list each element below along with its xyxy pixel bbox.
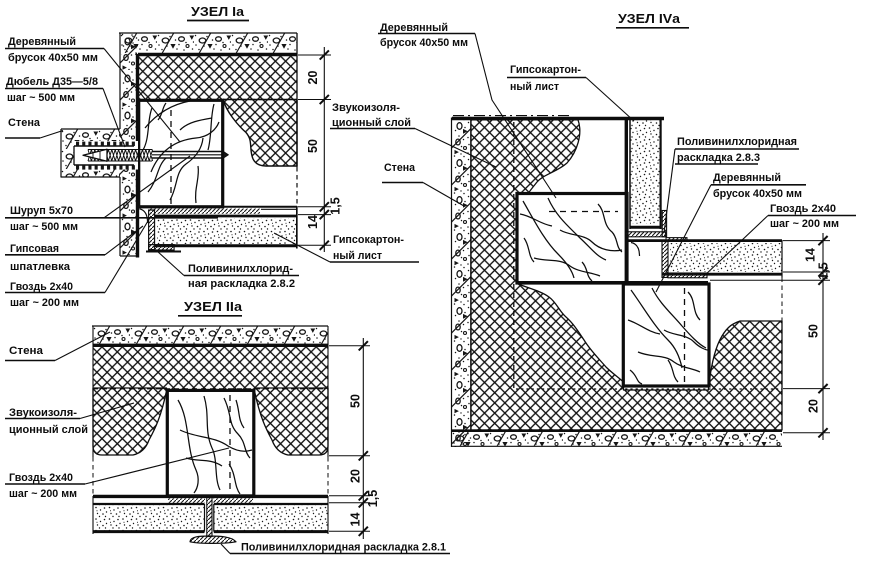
svg-text:УЗЕЛ IIа: УЗЕЛ IIа bbox=[184, 299, 243, 314]
svg-text:Деревянный: Деревянный bbox=[713, 172, 781, 184]
svg-text:50: 50 bbox=[349, 394, 363, 408]
svg-text:ный лист: ный лист bbox=[333, 250, 383, 262]
svg-text:брусок 40х50 мм: брусок 40х50 мм bbox=[713, 188, 802, 200]
svg-text:1,5: 1,5 bbox=[329, 197, 343, 214]
svg-text:50: 50 bbox=[306, 139, 320, 153]
svg-text:14: 14 bbox=[306, 215, 320, 229]
svg-text:брусок 40х50 мм: брусок 40х50 мм bbox=[380, 37, 468, 49]
svg-text:20: 20 bbox=[306, 71, 320, 85]
svg-text:Дюбель Д35—5/8: Дюбель Д35—5/8 bbox=[6, 76, 98, 88]
svg-text:20: 20 bbox=[807, 399, 821, 413]
svg-text:Стена: Стена bbox=[384, 162, 416, 174]
svg-text:14: 14 bbox=[349, 513, 363, 527]
svg-text:Поливинилхлоридная раскладка 2: Поливинилхлоридная раскладка 2.8.1 bbox=[241, 542, 446, 554]
svg-text:1,5: 1,5 bbox=[366, 490, 380, 507]
svg-text:20: 20 bbox=[349, 469, 363, 483]
svg-text:Гвоздь 2х40: Гвоздь 2х40 bbox=[770, 203, 836, 215]
svg-text:шаг ~ 500 мм: шаг ~ 500 мм bbox=[7, 92, 75, 104]
svg-text:Шуруп 5х70: Шуруп 5х70 bbox=[10, 205, 73, 217]
svg-text:брусок 40х50 мм: брусок 40х50 мм bbox=[8, 52, 98, 64]
svg-text:Гипсокартон-: Гипсокартон- bbox=[333, 234, 404, 246]
svg-text:шаг ~ 200 мм: шаг ~ 200 мм bbox=[10, 297, 79, 309]
svg-text:Звукоизоля-: Звукоизоля- bbox=[9, 407, 77, 419]
svg-text:Звукоизоля-: Звукоизоля- bbox=[332, 102, 400, 114]
svg-text:Деревянный: Деревянный bbox=[380, 22, 448, 34]
svg-text:УЗЕЛ IVа: УЗЕЛ IVа bbox=[618, 11, 681, 26]
svg-text:14: 14 bbox=[804, 248, 818, 262]
svg-text:шаг ~ 200 мм: шаг ~ 200 мм bbox=[9, 488, 77, 500]
svg-text:Поливинилхлоридная: Поливинилхлоридная bbox=[677, 136, 797, 148]
svg-text:Поливинилхлорид-: Поливинилхлорид- bbox=[188, 263, 293, 275]
svg-text:ционный слой: ционный слой bbox=[9, 424, 88, 436]
svg-text:Деревянный: Деревянный bbox=[8, 36, 76, 48]
svg-text:Стена: Стена bbox=[8, 117, 41, 129]
svg-text:50: 50 bbox=[807, 324, 821, 338]
svg-text:шаг ~ 500 мм: шаг ~ 500 мм bbox=[10, 221, 78, 233]
svg-text:шпатлевка: шпатлевка bbox=[10, 261, 71, 273]
svg-text:Гвоздь 2х40: Гвоздь 2х40 bbox=[10, 281, 73, 293]
svg-text:ционный слой: ционный слой bbox=[332, 117, 411, 129]
svg-text:Гвоздь 2х40: Гвоздь 2х40 bbox=[9, 472, 73, 484]
svg-text:1,5: 1,5 bbox=[817, 262, 831, 279]
svg-text:УЗЕЛ Iа: УЗЕЛ Iа bbox=[191, 4, 245, 19]
svg-text:ная раскладка 2.8.2: ная раскладка 2.8.2 bbox=[188, 278, 295, 290]
svg-text:Гипсокартон-: Гипсокартон- bbox=[510, 64, 581, 76]
svg-text:Стена: Стена bbox=[9, 345, 44, 357]
svg-text:Гипсовая: Гипсовая bbox=[10, 243, 59, 255]
svg-text:шаг ~ 200 мм: шаг ~ 200 мм bbox=[770, 218, 839, 230]
svg-text:раскладка 2.8.3: раскладка 2.8.3 bbox=[677, 152, 760, 164]
svg-text:ный лист: ный лист bbox=[510, 81, 560, 93]
